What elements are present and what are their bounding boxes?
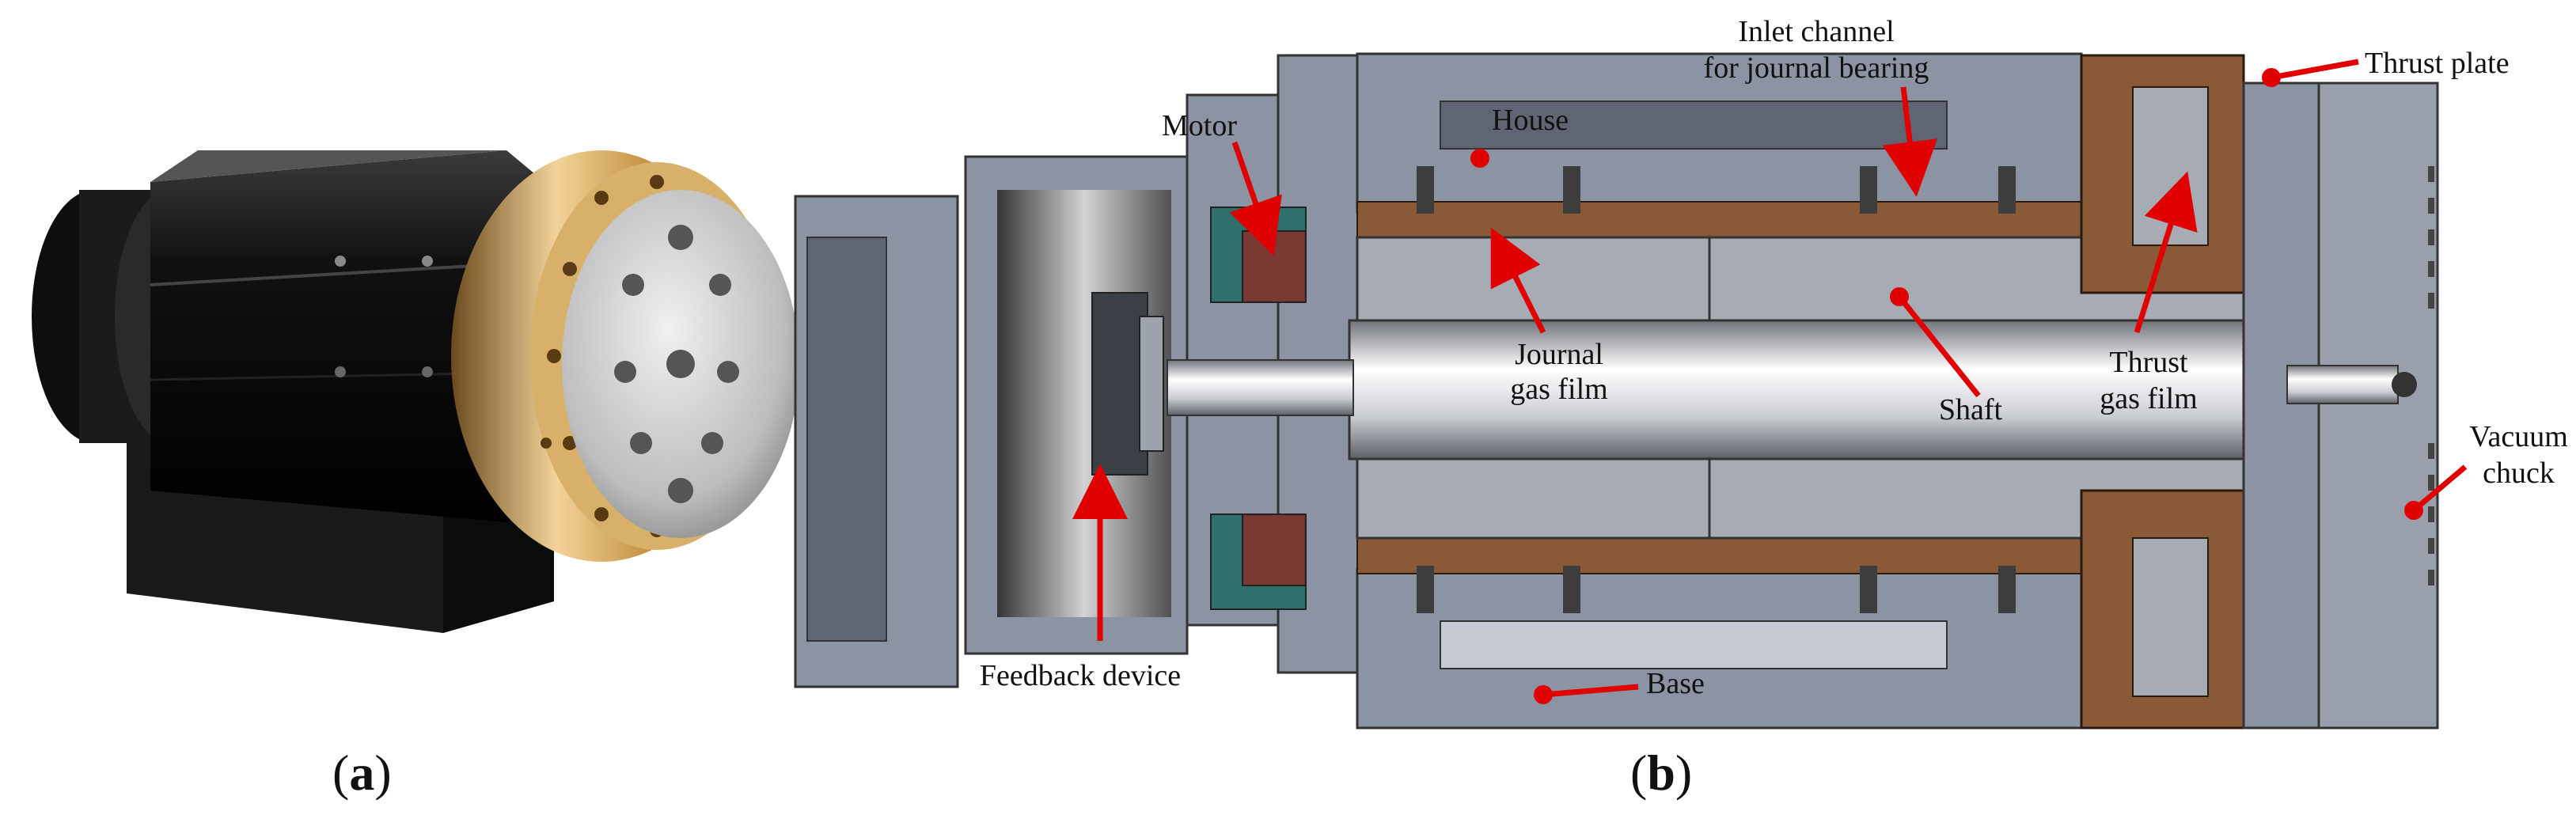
label-journal-line1: Journal	[1515, 338, 1603, 371]
label-motor: Motor	[1162, 109, 1237, 142]
label-vacuum-line1: Vacuum	[2469, 420, 2568, 453]
label-base: Base	[1646, 667, 1705, 700]
callouts	[1072, 59, 2468, 704]
label-inlet-line1: Inlet channel	[1738, 15, 1895, 48]
label-thrust-line1: Thrust	[2109, 346, 2188, 379]
label-shaft: Shaft	[1938, 393, 2003, 426]
label-journal-line2: gas film	[1510, 373, 1608, 406]
label-inlet-line2: for journal bearing	[1703, 51, 1929, 85]
label-house: House	[1492, 104, 1569, 137]
label-feedback: Feedback device	[979, 659, 1182, 692]
label-vacuum-line2: chuck	[2483, 457, 2555, 490]
caption-a: (a)	[332, 745, 392, 801]
spindle-cross-section	[794, 52, 2439, 730]
label-thrust-line2: gas film	[2100, 382, 2198, 415]
label-thrust-plate: Thrust plate	[2365, 47, 2510, 80]
spindle-photo	[32, 150, 799, 633]
caption-b: (b)	[1630, 745, 1693, 801]
